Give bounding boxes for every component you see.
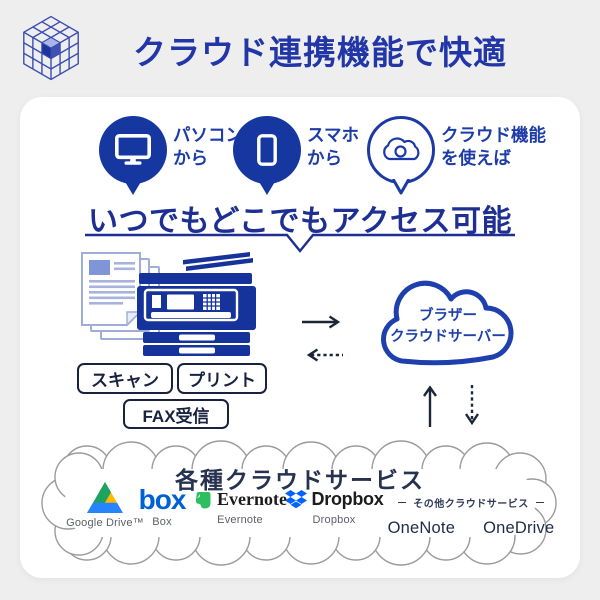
evernote-caption: Evernote <box>217 514 263 526</box>
dropbox-icon <box>284 490 307 509</box>
cloud-server-line1: ブラザー <box>419 307 477 324</box>
pc-bubble-tail <box>124 180 142 195</box>
others-items: OneNote OneDrive <box>388 519 555 538</box>
main-card: パソコン から スマホ から クラウド機能 を使えば いつでもどこでもアクセス可… <box>20 97 580 578</box>
dash-line-left <box>398 502 407 503</box>
google-drive-caption: Google Drive™ <box>66 517 144 529</box>
isometric-cube-icon <box>23 15 79 81</box>
arrow-down-dashed-icon <box>465 385 479 426</box>
brother-cloud-shape <box>381 280 514 366</box>
pc-bubble <box>99 116 167 184</box>
others-heading: その他クラウドサービス <box>398 495 544 510</box>
box-caption: Box <box>152 516 172 529</box>
arrow-right-icon <box>302 315 341 329</box>
others-heading-label: その他クラウドサービス <box>413 499 529 510</box>
headline: いつでもどこでもアクセス可能 <box>88 205 512 238</box>
brand-cube-logo <box>14 10 88 86</box>
monitor-icon <box>115 134 151 165</box>
service-box: box Box <box>130 484 194 529</box>
headline-underline <box>85 233 515 253</box>
printer-documents-icon <box>81 252 256 356</box>
cloud-sync-icon <box>383 137 420 161</box>
printer-icon <box>137 252 256 356</box>
cloud-bubble-tail <box>391 179 411 195</box>
pc-bubble-label: パソコン から <box>173 125 243 169</box>
smartphone-bubble-label: スマホ から <box>307 125 359 169</box>
box-logo: box <box>138 484 187 515</box>
service-evernote: Evernote Evernote <box>188 489 292 526</box>
fax-label: FAX受信 <box>123 399 229 429</box>
smartphone-bubble <box>233 116 301 184</box>
smartphone-bubble-tail <box>258 180 276 195</box>
service-google-drive: Google Drive™ <box>62 482 148 529</box>
dropbox-wordmark: Dropbox <box>311 489 384 509</box>
evernote-wordmark: Evernote <box>217 489 287 509</box>
smartphone-icon <box>257 134 277 166</box>
dash-line-right <box>535 502 544 503</box>
brother-cloud-label: ブラザー クラウドサーバー <box>372 277 524 373</box>
print-label: プリント <box>177 363 267 394</box>
arrow-up-icon <box>423 385 437 427</box>
evernote-elephant-icon <box>196 491 211 508</box>
cloud-server-line2: クラウドサーバー <box>390 329 506 345</box>
scan-label: スキャン <box>77 363 173 394</box>
cloud-bubble-label: クラウド機能 を使えば <box>441 125 546 169</box>
cloud-bubble <box>367 116 435 184</box>
service-dropbox: Dropbox Dropbox <box>282 489 386 526</box>
onenote-label: OneNote <box>387 519 456 537</box>
page-title: クラウド連携機能で快適 <box>133 34 507 71</box>
service-others: その他クラウドサービス OneNote OneDrive <box>388 495 555 538</box>
services-title: 各種クラウドサービス <box>175 467 425 493</box>
onedrive-label: OneDrive <box>483 519 555 537</box>
services-cloud-shape <box>41 440 557 566</box>
dropbox-caption: Dropbox <box>312 514 356 526</box>
keypad <box>203 294 220 310</box>
google-drive-icon <box>87 482 123 513</box>
arrow-left-dashed-icon <box>306 348 343 362</box>
